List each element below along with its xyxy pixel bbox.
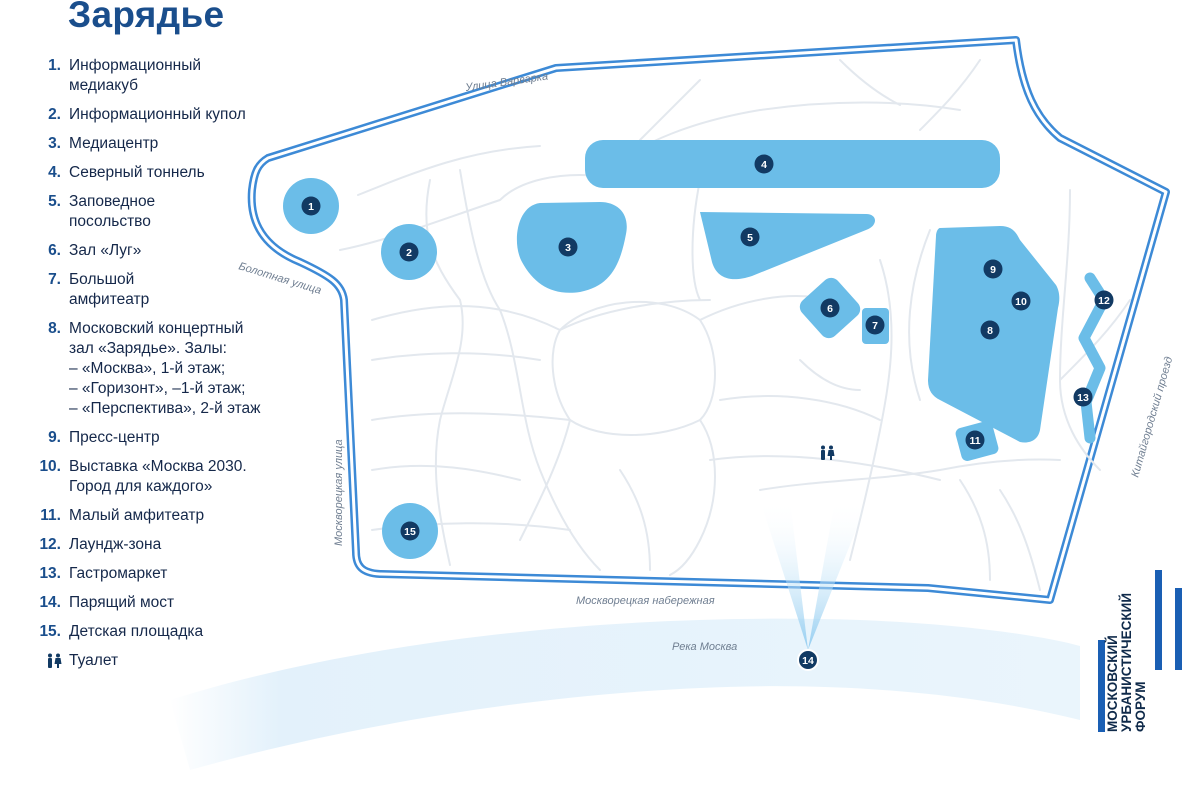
street-label-moskvoretskaya: Москворецкая улица [333, 439, 345, 546]
marker-6: 6 [820, 298, 840, 318]
svg-text:13: 13 [1077, 392, 1089, 404]
map-title: Зарядье [68, 0, 225, 35]
zones [283, 140, 1110, 559]
zone-5 [700, 212, 875, 280]
markers: 1 2 3 4 5 6 7 8 9 10 11 12 13 14 15 [301, 154, 1114, 671]
legend-item: 3.Медиацентр [48, 135, 159, 152]
legend-item-toilet: Туалет [30, 651, 330, 671]
svg-text:14: 14 [802, 655, 814, 667]
svg-text:2: 2 [406, 247, 412, 259]
legend-item: 11.Малый амфитеатр [40, 507, 205, 524]
forum-logo-icon [1098, 570, 1182, 732]
svg-text:12: 12 [1098, 295, 1110, 307]
svg-text:9: 9 [990, 264, 996, 276]
legend-item: 10.Выставка «Москва 2030.Город для каждо… [39, 458, 247, 495]
svg-text:8: 8 [987, 325, 993, 337]
legend-item: 12.Лаундж-зона [39, 536, 162, 553]
toilet-icon [48, 653, 62, 668]
svg-text:4: 4 [761, 159, 767, 171]
marker-7: 7 [865, 315, 885, 335]
legend-item: 2.Информационный купол [48, 106, 246, 123]
legend-item: 15.Детская площадка [39, 623, 204, 640]
legend-item: 4.Северный тоннель [48, 164, 205, 181]
marker-5: 5 [740, 227, 760, 247]
legend-item: 6.Зал «Луг» [48, 242, 142, 259]
svg-text:5: 5 [747, 232, 753, 244]
marker-14: 14 [797, 649, 819, 671]
marker-2: 2 [399, 242, 419, 262]
legend-item: 9.Пресс-центр [48, 429, 160, 446]
legend-item: 14.Парящий мост [39, 594, 175, 611]
street-label-naberezhnaya: Москворецкая набережная [576, 595, 715, 607]
river-moskva [170, 618, 1080, 770]
svg-text:15: 15 [404, 526, 416, 538]
marker-15: 15 [400, 521, 420, 541]
forum-brand-text: МОСКОВСКИЙ УРБАНИСТИЧЕСКИЙ ФОРУМ [1105, 592, 1148, 732]
svg-text:3: 3 [565, 242, 571, 254]
marker-11: 11 [965, 430, 985, 450]
svg-text:11: 11 [969, 435, 980, 447]
legend-item: 13.Гастромаркет [39, 565, 168, 582]
marker-1: 1 [301, 196, 321, 216]
marker-12: 12 [1094, 290, 1114, 310]
river-label: Река Москва [672, 641, 737, 653]
svg-text:1: 1 [308, 201, 314, 213]
floating-bridge [760, 500, 808, 650]
marker-3: 3 [558, 237, 578, 257]
marker-9: 9 [983, 259, 1003, 279]
svg-text:6: 6 [827, 303, 833, 315]
marker-4: 4 [754, 154, 774, 174]
svg-text:7: 7 [872, 320, 878, 332]
zone-4 [585, 140, 1000, 188]
marker-13: 13 [1073, 387, 1093, 407]
street-label-kitaigorodsky: Китайгородский проезд [1129, 355, 1175, 478]
marker-10: 10 [1011, 291, 1031, 311]
marker-8: 8 [980, 320, 1000, 340]
toilet-icon [821, 445, 835, 460]
svg-text:10: 10 [1015, 296, 1027, 308]
